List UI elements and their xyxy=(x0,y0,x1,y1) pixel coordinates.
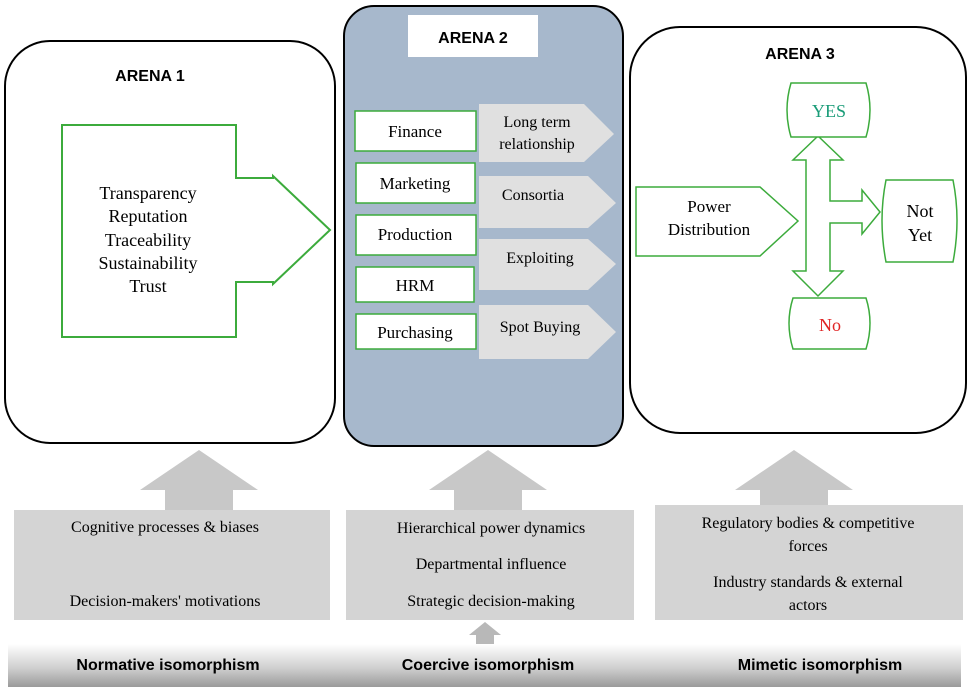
dept-hrm: HRM xyxy=(396,276,435,295)
rel-spot-buying: Spot Buying xyxy=(500,319,580,336)
up-arrow-small xyxy=(469,622,501,646)
driver-box-coercive xyxy=(346,510,634,620)
arena3-panel xyxy=(629,26,967,434)
not-yet-box xyxy=(881,179,958,263)
power-distribution-arrow xyxy=(635,186,800,257)
yes-text: YES xyxy=(812,101,846,121)
driver-coercive-2: Departmental influence xyxy=(416,556,567,573)
power-text-1: Power xyxy=(687,197,731,216)
footer-bar xyxy=(8,644,961,687)
no-text: No xyxy=(819,315,841,335)
arena1-arrow xyxy=(61,124,332,338)
not-yet-text-2: Yet xyxy=(908,225,932,245)
footer-normative: Normative isomorphism xyxy=(76,657,259,674)
arena2-title: ARENA 2 xyxy=(438,30,508,47)
driver-normative-2: Decision-makers' motivations xyxy=(70,593,261,610)
yes-box xyxy=(786,82,871,138)
footer-coercive: Coercive isomorphism xyxy=(402,657,575,674)
driver-normative-1: Cognitive processes & biases xyxy=(71,519,259,536)
driver-mimetic-2b: actors xyxy=(789,597,827,614)
dept-marketing: Marketing xyxy=(380,174,451,193)
rel-consortia: Consortia xyxy=(502,187,564,204)
three-way-arrow xyxy=(791,134,881,298)
up-arrow-normative xyxy=(140,450,258,512)
dept-box-production xyxy=(355,214,477,256)
arena1-value-5: Trust xyxy=(129,276,166,296)
power-text-2: Distribution xyxy=(668,220,751,239)
dept-finance: Finance xyxy=(388,122,442,141)
arena1-title: ARENA 1 xyxy=(115,68,185,85)
driver-box-normative xyxy=(14,510,330,620)
no-box xyxy=(788,297,871,350)
driver-coercive-1: Hierarchical power dynamics xyxy=(397,520,585,537)
dept-box-marketing xyxy=(355,162,476,204)
rel-arrow-long-term xyxy=(479,104,614,162)
dept-box-purchasing xyxy=(355,313,477,350)
arena2-title-box xyxy=(408,15,538,57)
dept-box-hrm xyxy=(355,266,475,303)
driver-mimetic-2a: Industry standards & external xyxy=(713,574,903,591)
arena1-value-1: Transparency xyxy=(99,183,196,203)
up-arrow-mimetic xyxy=(735,450,853,512)
arena1-value-2: Reputation xyxy=(109,206,188,226)
up-arrow-coercive xyxy=(429,450,547,512)
driver-mimetic-1b: forces xyxy=(788,538,827,555)
dept-production: Production xyxy=(378,225,453,244)
rel-long-term-2: relationship xyxy=(499,136,575,153)
driver-mimetic-1a: Regulatory bodies & competitive xyxy=(702,515,915,532)
rel-exploiting: Exploiting xyxy=(506,250,574,267)
arena3-title: ARENA 3 xyxy=(765,46,835,63)
arena1-value-4: Sustainability xyxy=(99,253,198,273)
dept-box-finance xyxy=(354,110,477,152)
not-yet-text-1: Not xyxy=(907,201,934,221)
rel-arrow-consortia xyxy=(479,176,616,228)
driver-box-mimetic xyxy=(655,505,963,620)
arena1-value-3: Traceability xyxy=(105,230,191,250)
rel-arrow-exploiting xyxy=(479,239,616,290)
rel-arrow-spot-buying xyxy=(479,305,616,359)
rel-long-term-1: Long term xyxy=(503,114,571,131)
dept-purchasing: Purchasing xyxy=(377,323,453,342)
driver-coercive-3: Strategic decision-making xyxy=(407,593,575,610)
footer-mimetic: Mimetic isomorphism xyxy=(738,657,902,674)
